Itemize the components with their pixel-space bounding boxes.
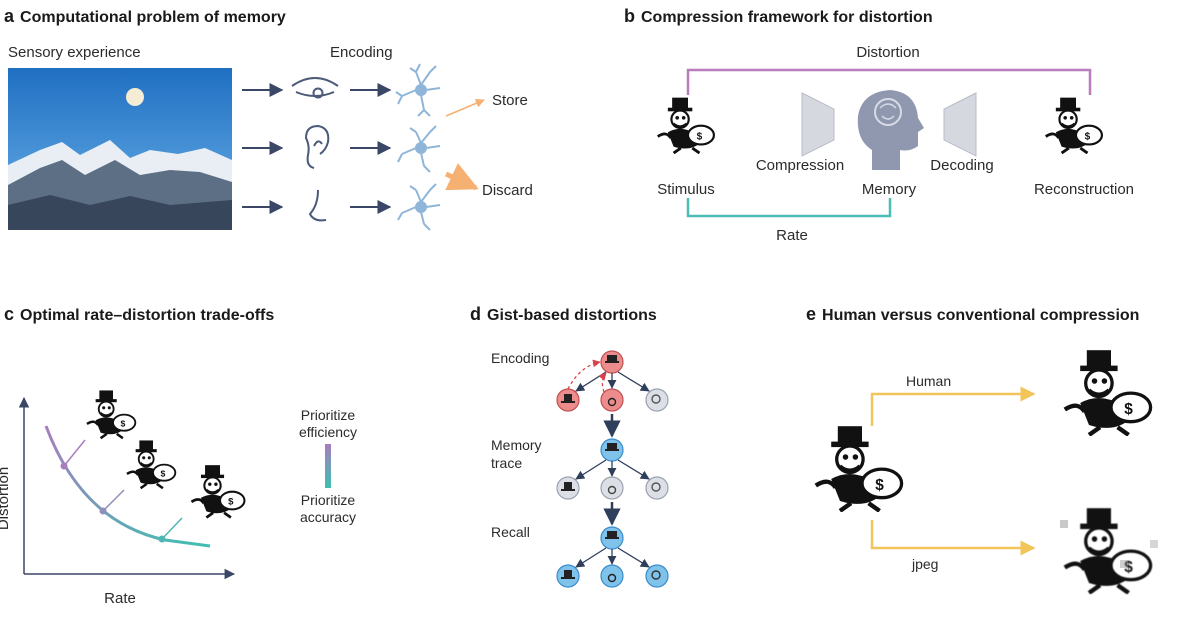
gist-memory-label-1: Memory [491,437,542,453]
discard-label: Discard [482,182,533,199]
tradeoff-curve [44,425,211,548]
rate-axis-label: Rate [104,590,136,607]
memory-label: Memory [861,181,917,198]
neuron-icon-3 [397,183,441,231]
prioritize-accuracy-label-2: accuracy [299,509,357,525]
prioritize-efficiency-label-1: Prioritize [300,407,356,423]
reconstruction-image [1044,96,1104,154]
compression-encoder [801,92,835,157]
panel-d-title-text: Gist-based distortions [487,307,657,324]
panel-a-title-text: Computational problem of memory [20,9,286,26]
panel-c-letter: c [4,304,15,324]
panel-b-letter: b [624,6,635,26]
neuron-icon-2 [397,125,441,173]
panel-e-title-text: Human versus conventional compression [822,307,1140,324]
gist-encoding-label: Encoding [491,350,550,366]
panel-d-title: d Gist-based distortions [470,304,657,325]
panel-a-letter: a [4,6,15,26]
arrow-discard [444,162,479,191]
medium-distortion-image [125,439,177,490]
neuron-icon-1 [395,63,441,117]
panel-c-title-text: Optimal rate–distortion trade-offs [20,307,275,324]
high-distortion-image [85,389,137,440]
nose-icon [308,189,327,222]
eye-icon [291,77,339,99]
distortion-label: Distortion [856,44,920,61]
arrow-store [445,98,485,117]
panel-a-title: a Computational problem of memory [4,6,286,27]
original-image [816,426,902,511]
ear-icon [304,124,330,169]
panel-b-title: b Compression framework for distortion [624,6,933,27]
encoding-label: Encoding [330,44,393,61]
sensory-experience-label: Sensory experience [8,44,141,61]
human-compressed-image [1065,350,1151,435]
gist-memory-label-2: trace [491,455,523,471]
panel-d-letter: d [470,304,481,324]
priority-gradient-bar [325,444,331,488]
gist-recall-tree [556,526,669,588]
gist-recall-label: Recall [491,524,530,540]
human-label: Human [906,373,952,389]
panel-e-letter: e [806,304,817,324]
panel-e-title: e Human versus conventional compression [806,304,1139,325]
rate-label: Rate [776,227,808,244]
decoding-decoder [943,92,977,157]
panel-c-title: c Optimal rate–distortion trade-offs [4,304,274,325]
stimulus-label: Stimulus [657,181,715,198]
store-label: Store [492,92,528,109]
gist-memory-trace-tree [556,438,669,500]
low-distortion-image [189,463,246,519]
brain-head-icon [857,90,924,170]
arrow-human [870,386,1036,426]
prioritize-accuracy-label-1: Prioritize [300,492,356,508]
rate-bracket [686,198,892,218]
reconstruction-label: Reconstruction [1033,181,1135,198]
decoding-label: Decoding [930,157,994,174]
mountain-photo [8,68,232,230]
gist-encoding-tree [556,350,669,412]
distortion-bracket [686,68,1092,95]
stimulus-image [656,96,716,154]
jpeg-compressed-image [1060,506,1158,594]
arrow-jpeg [870,520,1036,556]
panel-b-title-text: Compression framework for distortion [641,9,933,26]
jpeg-label: jpeg [912,556,939,572]
compression-label: Compression [755,157,845,174]
prioritize-efficiency-label-2: efficiency [298,424,358,440]
